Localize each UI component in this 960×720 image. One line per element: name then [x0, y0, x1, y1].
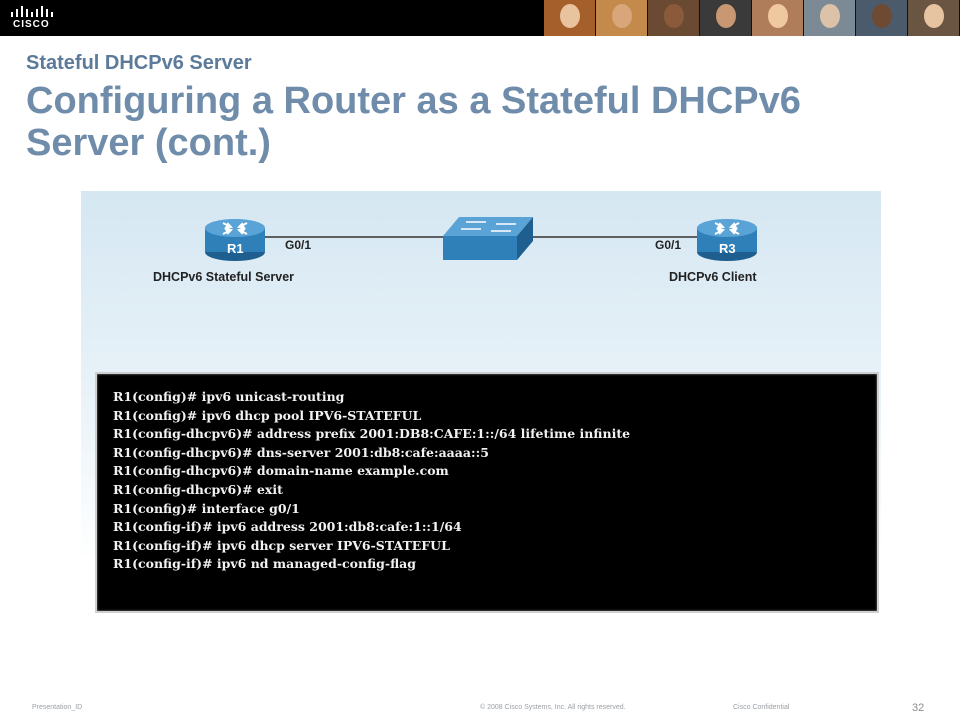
header-photo: [596, 0, 648, 36]
cisco-logo: CISCO: [10, 4, 58, 32]
header-photo: [804, 0, 856, 36]
footer-presentation-id: Presentation_ID: [32, 704, 83, 711]
slide-title: Configuring a Router as a Stateful DHCPv…: [26, 80, 801, 164]
router-r1-port: G0/1: [285, 238, 311, 252]
footer-confidential: Cisco Confidential: [733, 704, 790, 711]
router-r3-icon: [697, 219, 757, 261]
cli-line: R1(config)# interface g0/1: [113, 500, 300, 516]
network-topology: R1 G0/1 DHCPv6 Stateful Server: [153, 217, 757, 284]
cli-line: R1(config)# ipv6 unicast-routing: [113, 389, 345, 404]
router-r1-label: R1: [227, 241, 244, 256]
header-photo: [752, 0, 804, 36]
header-photo: [648, 0, 700, 36]
cli-line: R1(config-dhcpv6)# domain-name example.c…: [113, 463, 449, 479]
router-r3-port: G0/1: [655, 238, 681, 252]
slide-subtitle: Stateful DHCPv6 Server: [26, 52, 252, 74]
header-photo: [700, 0, 752, 36]
cli-line: R1(config-if)# ipv6 nd managed-config-fl…: [113, 556, 417, 572]
person-face: [923, 4, 944, 28]
switch-icon: [443, 217, 533, 260]
router-r1-icon: [205, 219, 265, 261]
person-face: [767, 4, 788, 28]
cli-line: R1(config-dhcpv6)# dns-server 2001:db8:c…: [113, 444, 489, 460]
header-photo: [908, 0, 960, 36]
header-bar: CISCO: [0, 0, 960, 36]
person-face: [611, 4, 632, 28]
person-face: [871, 4, 892, 28]
cisco-bridge-icon: [11, 6, 53, 17]
cli-line: R1(config)# ipv6 dhcp pool IPV6-STATEFUL: [113, 407, 422, 423]
cli-line: R1(config-if)# ipv6 address 2001:db8:caf…: [113, 519, 462, 535]
photo-strip: [544, 0, 960, 36]
router-r3-caption: DHCPv6 Client: [669, 270, 757, 284]
page-number: 32: [912, 702, 925, 714]
person-face: [715, 4, 736, 28]
person-face: [663, 4, 684, 28]
person-face: [819, 4, 840, 28]
cli-line: R1(config-dhcpv6)# exit: [113, 481, 283, 497]
figure-panel: R1 G0/1 DHCPv6 Stateful Server: [81, 191, 881, 627]
person-face: [559, 4, 580, 28]
logo-text: CISCO: [13, 19, 50, 30]
cli-line: R1(config-if)# ipv6 dhcp server IPV6-STA…: [113, 537, 450, 553]
router-r1-caption: DHCPv6 Stateful Server: [153, 270, 294, 284]
header-photo: [544, 0, 596, 36]
router-r3-label: R3: [719, 241, 736, 256]
cli-line: R1(config-dhcpv6)# address prefix 2001:D…: [113, 426, 631, 442]
footer-copyright: © 2008 Cisco Systems, Inc. All rights re…: [480, 704, 626, 711]
header-photo: [856, 0, 908, 36]
